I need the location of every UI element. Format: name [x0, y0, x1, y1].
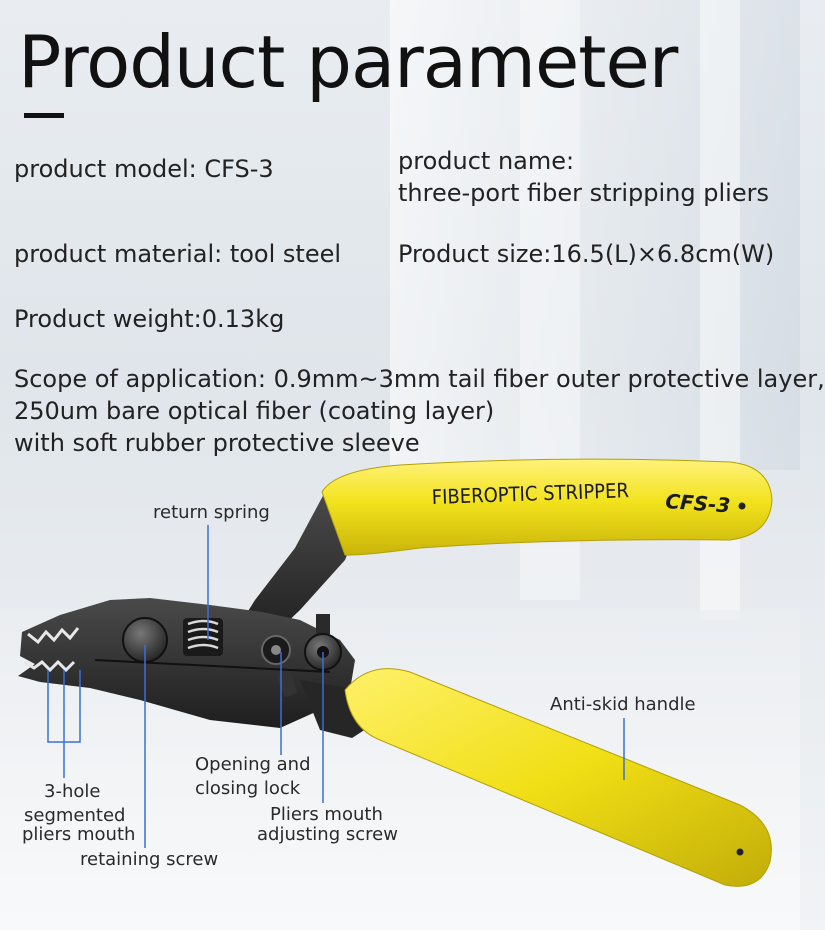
callout-opening-lock-line1: Opening and [195, 754, 311, 775]
callout-opening-lock-line2: closing lock [195, 778, 301, 799]
callout-adjusting-line1: Pliers mouth [270, 804, 383, 825]
pliers-jaw-body [18, 598, 355, 728]
callout-return-spring: return spring [153, 502, 270, 523]
spec-scope-line1: Scope of application: 0.9mm~3mm tail fib… [14, 365, 825, 393]
spec-name-value: three-port fiber stripping pliers [398, 179, 769, 207]
handle-hole [738, 502, 746, 510]
jaw-notches [27, 627, 80, 645]
handle-model-print: CFS-3 [665, 489, 731, 517]
spec-model: product model: CFS-3 [14, 155, 274, 183]
callout-three-hole-line1: 3-hole [44, 781, 101, 802]
callout-anti-skid-handle: Anti-skid handle [550, 694, 696, 715]
handle-hole [736, 848, 744, 856]
callout-lines [47, 525, 625, 848]
callout-adjusting-line2: adjusting screw [257, 824, 398, 845]
upper-steel-arm [230, 492, 365, 646]
upper-handle [321, 458, 773, 556]
spec-scope-line2: 250um bare optical fiber (coating layer) [14, 397, 495, 425]
spec-weight: Product weight:0.13kg [14, 305, 285, 333]
lower-handle [344, 668, 772, 887]
callout-retaining-screw: retaining screw [80, 849, 219, 870]
callout-three-hole-line2: segmented [24, 805, 126, 826]
background-window-panel [390, 0, 800, 470]
callout-three-hole-line3: pliers mouth [22, 824, 136, 845]
page-title: Product parameter [18, 20, 678, 104]
spec-scope-line3: with soft rubber protective sleeve [14, 429, 420, 457]
return-spring [183, 618, 223, 656]
title-underline [24, 113, 64, 118]
spec-name-label: product name: [398, 147, 575, 175]
fiber-stripper-pliers-illustration: FIBEROPTIC STRIPPER CFS-3 [18, 458, 773, 887]
spec-size: Product size:16.5(L)×6.8cm(W) [398, 240, 775, 268]
spec-material: product material: tool steel [14, 240, 342, 268]
